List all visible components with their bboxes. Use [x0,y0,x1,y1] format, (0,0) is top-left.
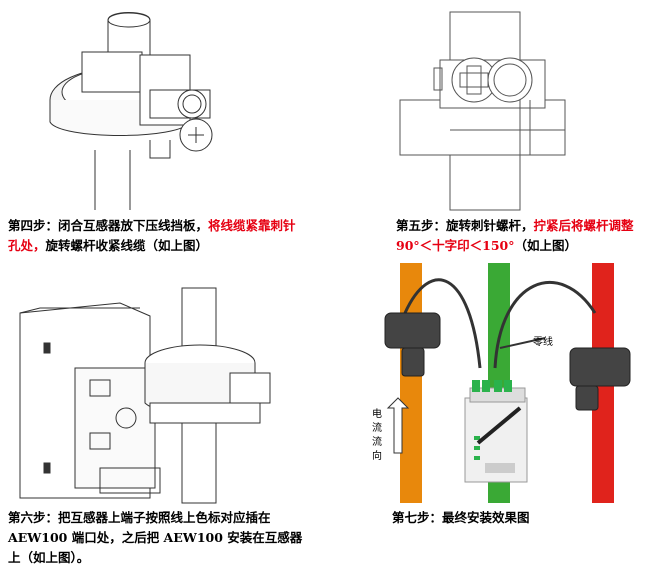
step6-panel: 第六步：把互感器上端子按照线上色标对应插在 AEW100 端口处，之后把 AEW… [0,268,330,572]
step7-panel: 零线 电流流向 第七步：最终安装效果图 [370,258,647,572]
step6-drawing [19,287,271,504]
caption-text: （如上图） [514,238,578,253]
step5-drawing [399,11,566,211]
neutral-label: 零线 [533,337,553,348]
step7-caption: 第七步：最终安装效果图 [392,508,642,528]
step5-caption: 第五步：旋转刺针螺杆，拧紧后将螺杆调整 90°＜十字印＜150°（如上图） [396,216,646,256]
caption-text: 旋转螺杆收紧线缆（如上图） [45,238,209,253]
step6-caption: 第六步：把互感器上端子按照线上色标对应插在 AEW100 端口处，之后把 AEW… [8,508,308,568]
caption-text: 第七步：最终安装效果图 [392,510,530,525]
step4-drawing [49,12,213,210]
step7-photo [384,263,631,503]
caption-text: 第六步：把互感器上端子按照线上色标对应插在 AEW100 端口处，之后把 AEW… [8,510,303,565]
step4-caption: 第四步：闭合互感器放下压线挡板，将线缆紧靠刺针孔处，旋转螺杆收紧线缆（如上图） [8,216,308,256]
caption-highlight: 拧紧后将螺杆调整 90°＜十字印＜150° [396,218,634,253]
caption-text: 第五步：旋转刺针螺杆， [396,218,534,233]
step5-panel: 第五步：旋转刺针螺杆，拧紧后将螺杆调整 90°＜十字印＜150°（如上图） [390,0,647,265]
caption-highlight: 将线缆紧靠刺针孔处， [8,218,296,253]
caption-text: 第四步：闭合互感器放下压线挡板， [8,218,209,233]
current-direction-label: 电流流向 [372,409,382,462]
step4-panel: 第四步：闭合互感器放下压线挡板，将线缆紧靠刺针孔处，旋转螺杆收紧线缆（如上图） [0,0,320,265]
